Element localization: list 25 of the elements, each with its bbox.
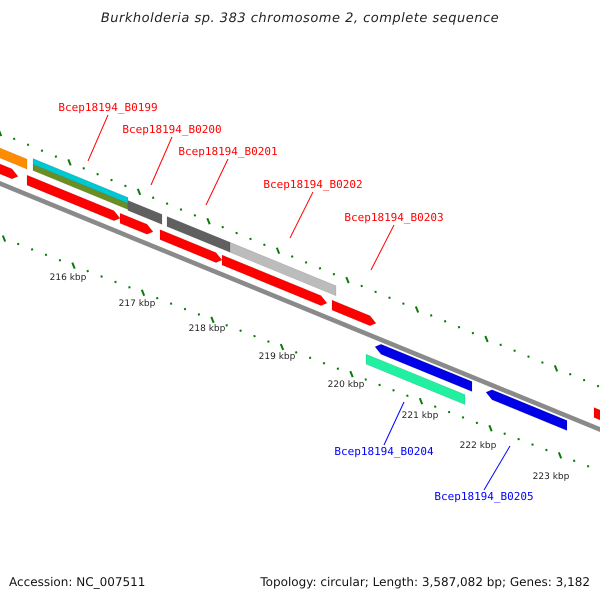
leader-line: [290, 192, 314, 238]
kbp-label: 218 kbp: [188, 324, 226, 335]
gene-label: Bcep18194_B0202: [261, 178, 365, 192]
kbp-label: 217 kbp: [118, 299, 156, 310]
kbp-label: 222 kbp: [460, 441, 496, 452]
kbp-label: 221 kbp: [402, 411, 438, 422]
gene-label: Bcep18194_B0200: [120, 123, 224, 137]
leader-line: [370, 224, 394, 270]
gene-label: Bcep18194_B0205: [432, 490, 536, 504]
gene-label: Bcep18194_B0204: [332, 445, 436, 459]
gene-label: Bcep18194_B0203: [342, 211, 446, 225]
leader-line: [88, 114, 108, 162]
kbp-label: 220 kbp: [328, 380, 364, 391]
kbp-label: 216 kbp: [50, 273, 86, 284]
leader-line: [384, 402, 404, 446]
gene-label: Bcep18194_B0201: [176, 145, 280, 159]
leader-line: [150, 136, 172, 186]
map-title: Burkholderia sp. 383 chromosome 2, complete sequence: [100, 10, 500, 28]
kbp-label: 219 kbp: [258, 352, 296, 363]
leader-line: [484, 446, 510, 490]
footer-text: Accession: NC_007511: [9, 574, 146, 590]
kbp-label: 223 kbp: [532, 472, 570, 483]
gene-label: Bcep18194_B0199: [56, 101, 160, 115]
leader-line: [206, 158, 228, 206]
footer-text: Topology: circular; Length: 3,587,082 bp; Genes: 3,182: [260, 574, 590, 590]
